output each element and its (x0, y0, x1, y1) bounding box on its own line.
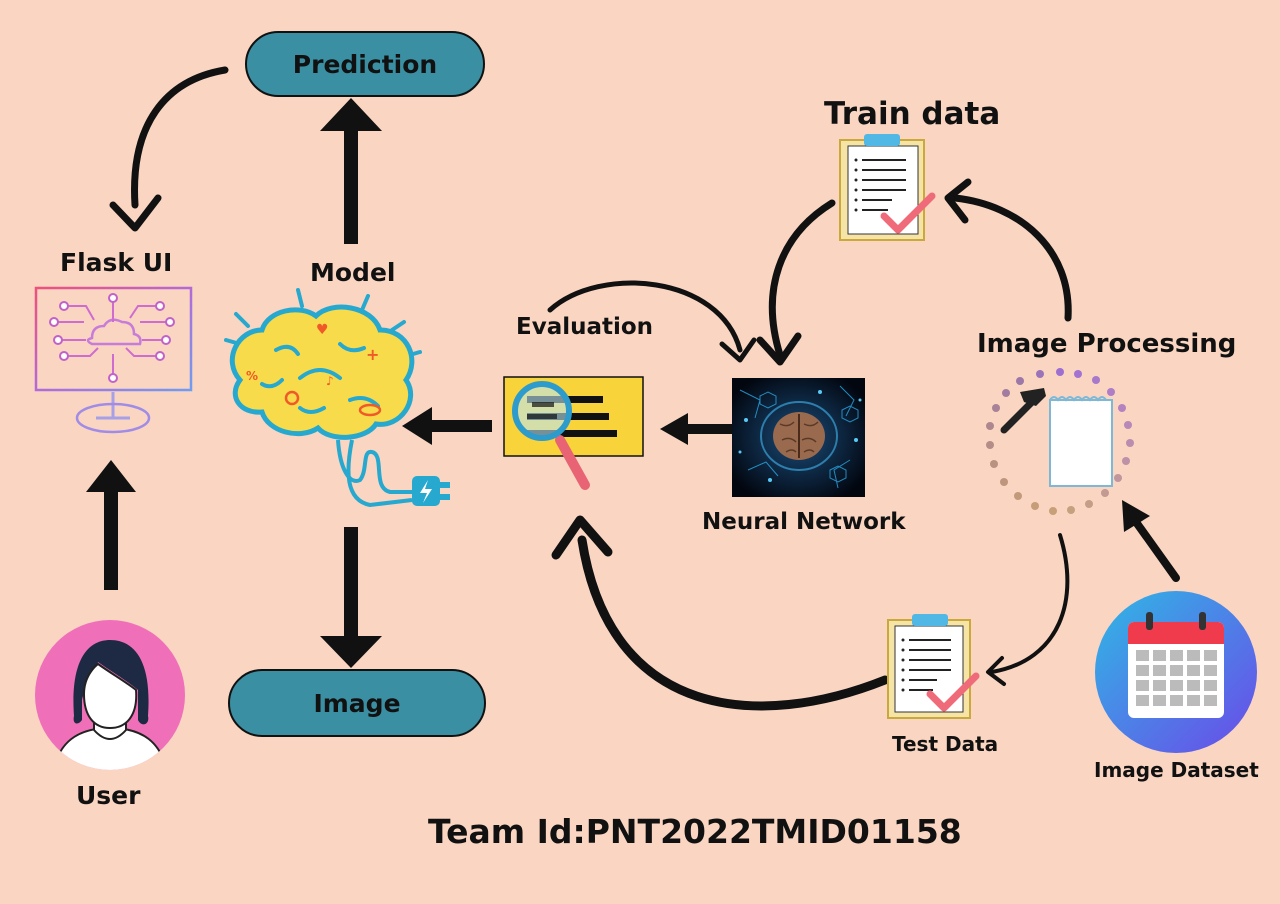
arrow-user-to-flask (104, 490, 118, 590)
arrow-processing-to-train (951, 194, 1072, 322)
arrowhead-train (944, 178, 972, 224)
user-avatar-icon (35, 620, 185, 770)
circuit-monitor-icon (34, 286, 193, 434)
svg-text:+: + (366, 345, 379, 364)
clipboard-check-icon (887, 614, 980, 719)
team-id: Team Id:PNT2022TMID01158 (428, 812, 962, 851)
arrow-eval-to-model (430, 420, 492, 432)
arrow-evaluation-to-nn (547, 280, 743, 353)
arrow-dataset-to-processing (1132, 518, 1180, 582)
magnifier-document-icon (503, 376, 644, 490)
svg-text:♥: ♥ (316, 322, 329, 338)
arrowhead-test (986, 656, 1006, 686)
prediction-node: Prediction (245, 31, 485, 97)
test-data-label: Test Data (892, 732, 999, 756)
user-label: User (76, 781, 141, 810)
neural-network-label: Neural Network (702, 509, 906, 535)
arrowhead-processing (1122, 500, 1150, 532)
arrow-train-to-nn (768, 199, 836, 359)
model-label: Model (310, 258, 396, 287)
arrow-prediction-to-flask (131, 66, 229, 209)
image-dataset-label: Image Dataset (1094, 758, 1259, 782)
arrowhead-prediction (320, 98, 382, 131)
evaluation-label: Evaluation (516, 314, 654, 340)
arrowhead-user-flask (86, 460, 136, 492)
image-processing-label: Image Processing (977, 329, 1237, 359)
arrowhead-nn-eval (719, 337, 757, 363)
calendar-icon (1095, 591, 1257, 753)
image-node: Image (228, 669, 486, 737)
arrow-test-to-eval (577, 535, 890, 711)
arrowhead-image (320, 636, 382, 668)
arrow-model-to-prediction (344, 128, 358, 244)
arrow-model-to-image (344, 527, 358, 639)
arrowhead-eval-test (551, 515, 613, 560)
arrowhead-nn-train (756, 332, 802, 366)
arrowhead-flask (109, 194, 162, 232)
arrowhead-model (402, 407, 432, 445)
clipboard-check-icon (839, 134, 936, 241)
svg-text:%: % (246, 369, 258, 383)
hammer-paper-icon (986, 368, 1134, 515)
flask-ui-label: Flask UI (60, 248, 173, 277)
train-data-label: Train data (824, 96, 1001, 132)
neural-brain-icon (732, 378, 865, 497)
arrowhead-eval (660, 413, 688, 445)
brain-plug-icon: +% ♪ ♥ (224, 288, 450, 508)
arrow-nn-to-eval (686, 424, 732, 434)
arrow-processing-to-test (990, 533, 1070, 674)
svg-text:♪: ♪ (326, 374, 334, 388)
